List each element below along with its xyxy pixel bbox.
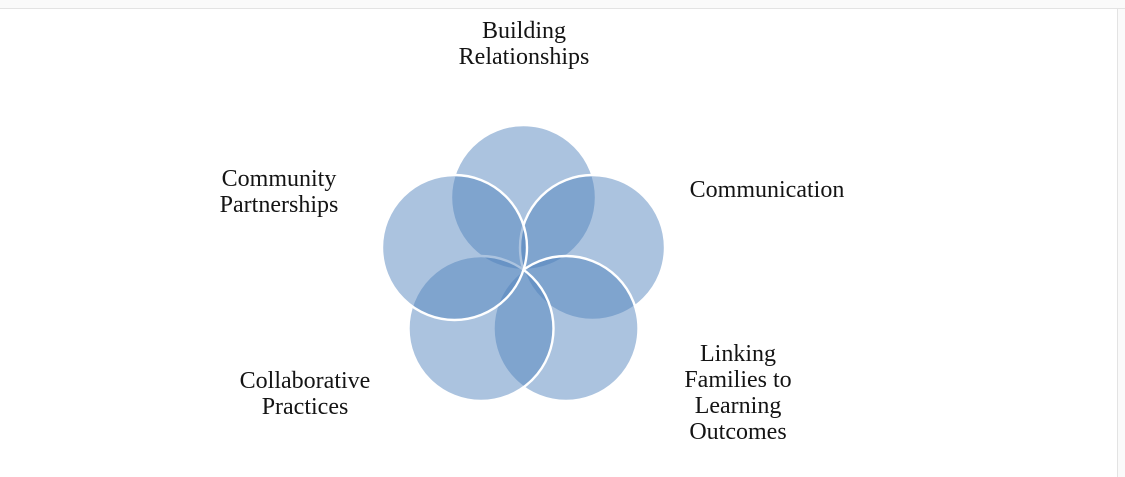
page-top-strip xyxy=(0,0,1125,8)
label-community-partnerships: Community Partnerships xyxy=(219,166,339,218)
label-communication: Communication xyxy=(689,177,845,203)
label-building-relationships: Building Relationships xyxy=(458,18,590,70)
label-collaborative-practices: Collaborative Practices xyxy=(239,368,371,420)
label-linking-families-to-learning-outcomes: Linking Families to Learning Outcomes xyxy=(684,341,792,445)
venn-circle-communication xyxy=(518,173,667,322)
venn-circle-community-partnerships xyxy=(380,173,529,322)
venn-circle-collaborative-practices xyxy=(407,254,555,403)
page-right-border xyxy=(1117,9,1118,477)
page-right-strip xyxy=(1118,9,1125,477)
page-top-border xyxy=(0,8,1125,9)
venn-circle-linking-families-to-learning-outcomes xyxy=(492,254,640,403)
